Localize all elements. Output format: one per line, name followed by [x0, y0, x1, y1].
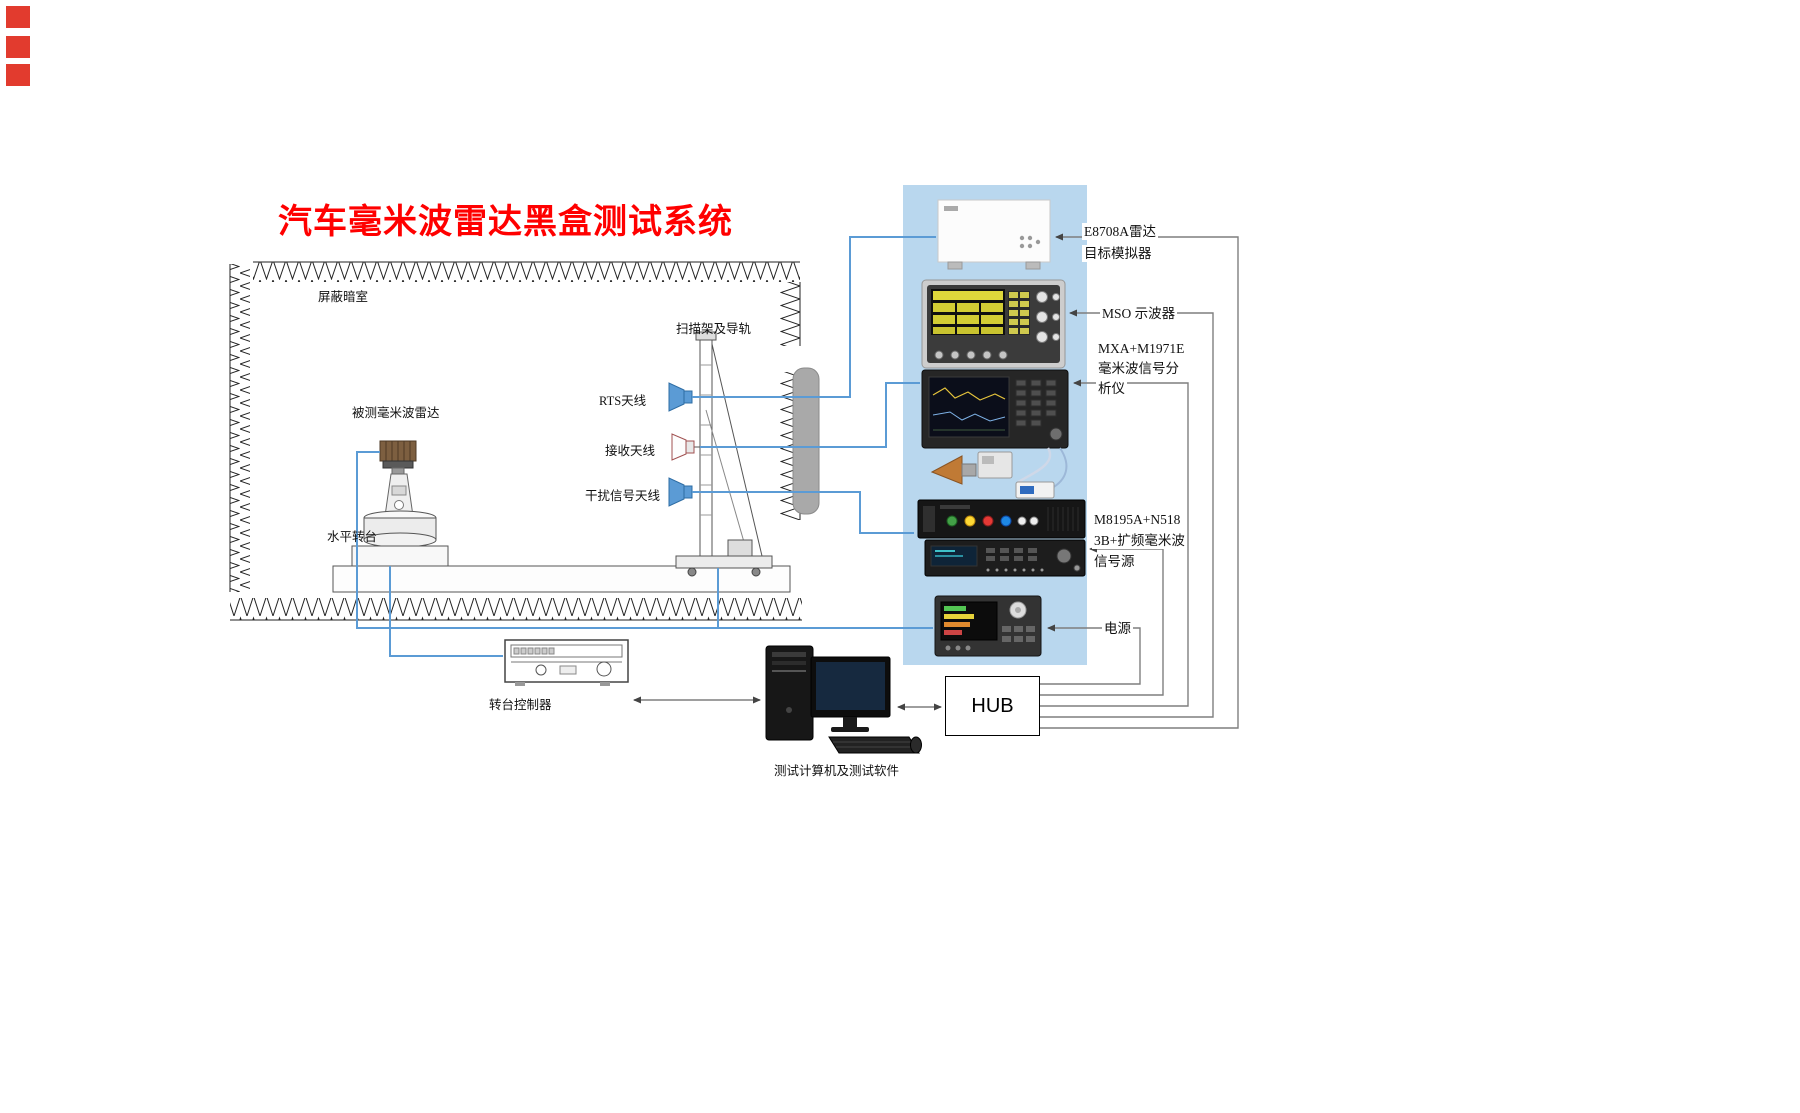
analyzer-label-line1: MXA+M1971E	[1096, 340, 1187, 357]
rf-connections	[356, 236, 936, 657]
computer-mouse	[910, 736, 922, 754]
radar-to-power-line	[356, 451, 933, 629]
rts-antenna-label: RTS天线	[599, 394, 647, 408]
radar-under-test-label: 被测毫米波雷达	[352, 406, 440, 420]
awg-source-device	[917, 499, 1086, 539]
hub-box: HUB	[945, 676, 1040, 736]
power-supply-device	[934, 595, 1042, 657]
signal-analyzer-device	[921, 369, 1069, 449]
feedthrough-panel	[792, 367, 820, 515]
oscilloscope-label: MSO 示波器	[1100, 305, 1178, 322]
turntable-label: 水平转台	[327, 530, 378, 544]
source-label-line1: M8195A+N518	[1092, 511, 1183, 528]
interference-antenna	[668, 477, 700, 507]
simulator-label-line2: 目标模拟器	[1082, 245, 1154, 262]
turntable-controller-label: 转台控制器	[489, 698, 552, 712]
receive-to-analyzer-line	[700, 382, 920, 448]
radar-under-test	[379, 440, 417, 469]
screen-edge-artifacts	[6, 6, 30, 86]
scanner-frame	[675, 331, 773, 577]
scanner-frame-label: 扫描架及导轨	[676, 322, 752, 336]
receive-antenna-label: 接收天线	[605, 444, 656, 458]
oscilloscope-device	[921, 279, 1066, 369]
page-title: 汽车毫米波雷达黑盒测试系统	[278, 204, 733, 241]
hub-to-analyzer-line	[1040, 379, 1189, 707]
source-label-line3: 信号源	[1092, 553, 1137, 570]
chamber-floor	[332, 565, 791, 593]
hub-to-source-line	[1040, 545, 1164, 696]
horn-and-extender-modules	[930, 447, 1068, 499]
hub-to-power-line	[1040, 624, 1141, 685]
receive-antenna	[671, 433, 700, 461]
analyzer-label-line3: 析仪	[1096, 380, 1127, 397]
source-label-line2: 3B+扩频毫米波	[1092, 532, 1187, 549]
test-computer-label: 测试计算机及测试软件	[774, 764, 900, 778]
turntable-controller-device	[504, 639, 629, 686]
computer-keyboard	[828, 736, 920, 754]
turntable-positioner	[351, 467, 449, 567]
computer-tower	[765, 645, 814, 741]
simulator-label-line1: E8708A雷达	[1082, 223, 1158, 240]
rts-to-simulator-line	[692, 236, 936, 398]
analyzer-label-line2: 毫米波信号分	[1096, 360, 1181, 377]
interference-to-awg-line	[692, 491, 914, 534]
interference-antenna-label: 干扰信号天线	[585, 489, 661, 503]
chamber-room-label: 屏蔽暗室	[318, 290, 369, 304]
turntable-to-controller-line	[389, 566, 503, 657]
radar-target-simulator-device	[937, 199, 1051, 270]
test-computer	[765, 645, 922, 754]
power-supply-label: 电源	[1102, 620, 1133, 637]
signal-generator-device	[924, 539, 1086, 577]
